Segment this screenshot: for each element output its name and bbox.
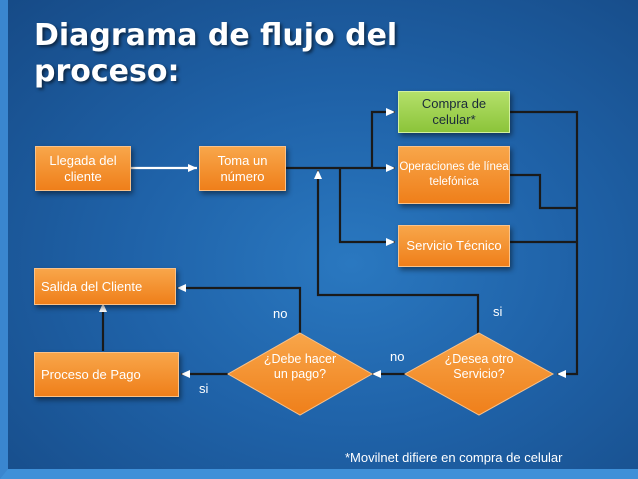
node-servicio-tecnico: Servicio Técnico: [398, 225, 510, 267]
decision-desea-label: ¿Desea otro Servicio?: [444, 352, 514, 381]
node-llegada: Llegada del cliente: [35, 146, 131, 191]
connector-compra-return: [510, 110, 579, 242]
connector-debe-salida: [177, 284, 302, 333]
title-line-1: Diagrama de flujo del: [34, 18, 398, 53]
label-no-mid: no: [390, 349, 405, 364]
title-line-2: proceso:: [34, 54, 180, 89]
decision-debe-label: ¿Debe hacer un pago?: [263, 352, 337, 381]
decision-debe-shape: [226, 332, 374, 416]
node-salida-cliente: Salida del Cliente: [34, 268, 176, 305]
connector-toma-compra: [286, 108, 395, 170]
label-si-top: si: [493, 304, 503, 319]
node-proceso-pago: Proceso de Pago: [34, 352, 179, 397]
node-toma-numero: Toma un número: [199, 146, 286, 191]
footnote: *Movilnet difiere en compra de celular: [345, 450, 563, 465]
label-si-bottom: si: [199, 381, 209, 396]
connector-toma-servicio: [338, 168, 395, 246]
connector-operaciones-return: [510, 173, 577, 210]
page-title: Diagrama de flujo del proceso:: [34, 18, 454, 90]
connector-desea-si-loop: [314, 170, 480, 335]
decision-desea-shape: [403, 332, 555, 416]
node-operaciones: Operaciones de línea telefónica: [398, 146, 510, 204]
label-no-top: no: [273, 306, 288, 321]
connector-return-desea: [557, 242, 579, 378]
node-compra-celular: Compra de celular*: [398, 91, 510, 133]
